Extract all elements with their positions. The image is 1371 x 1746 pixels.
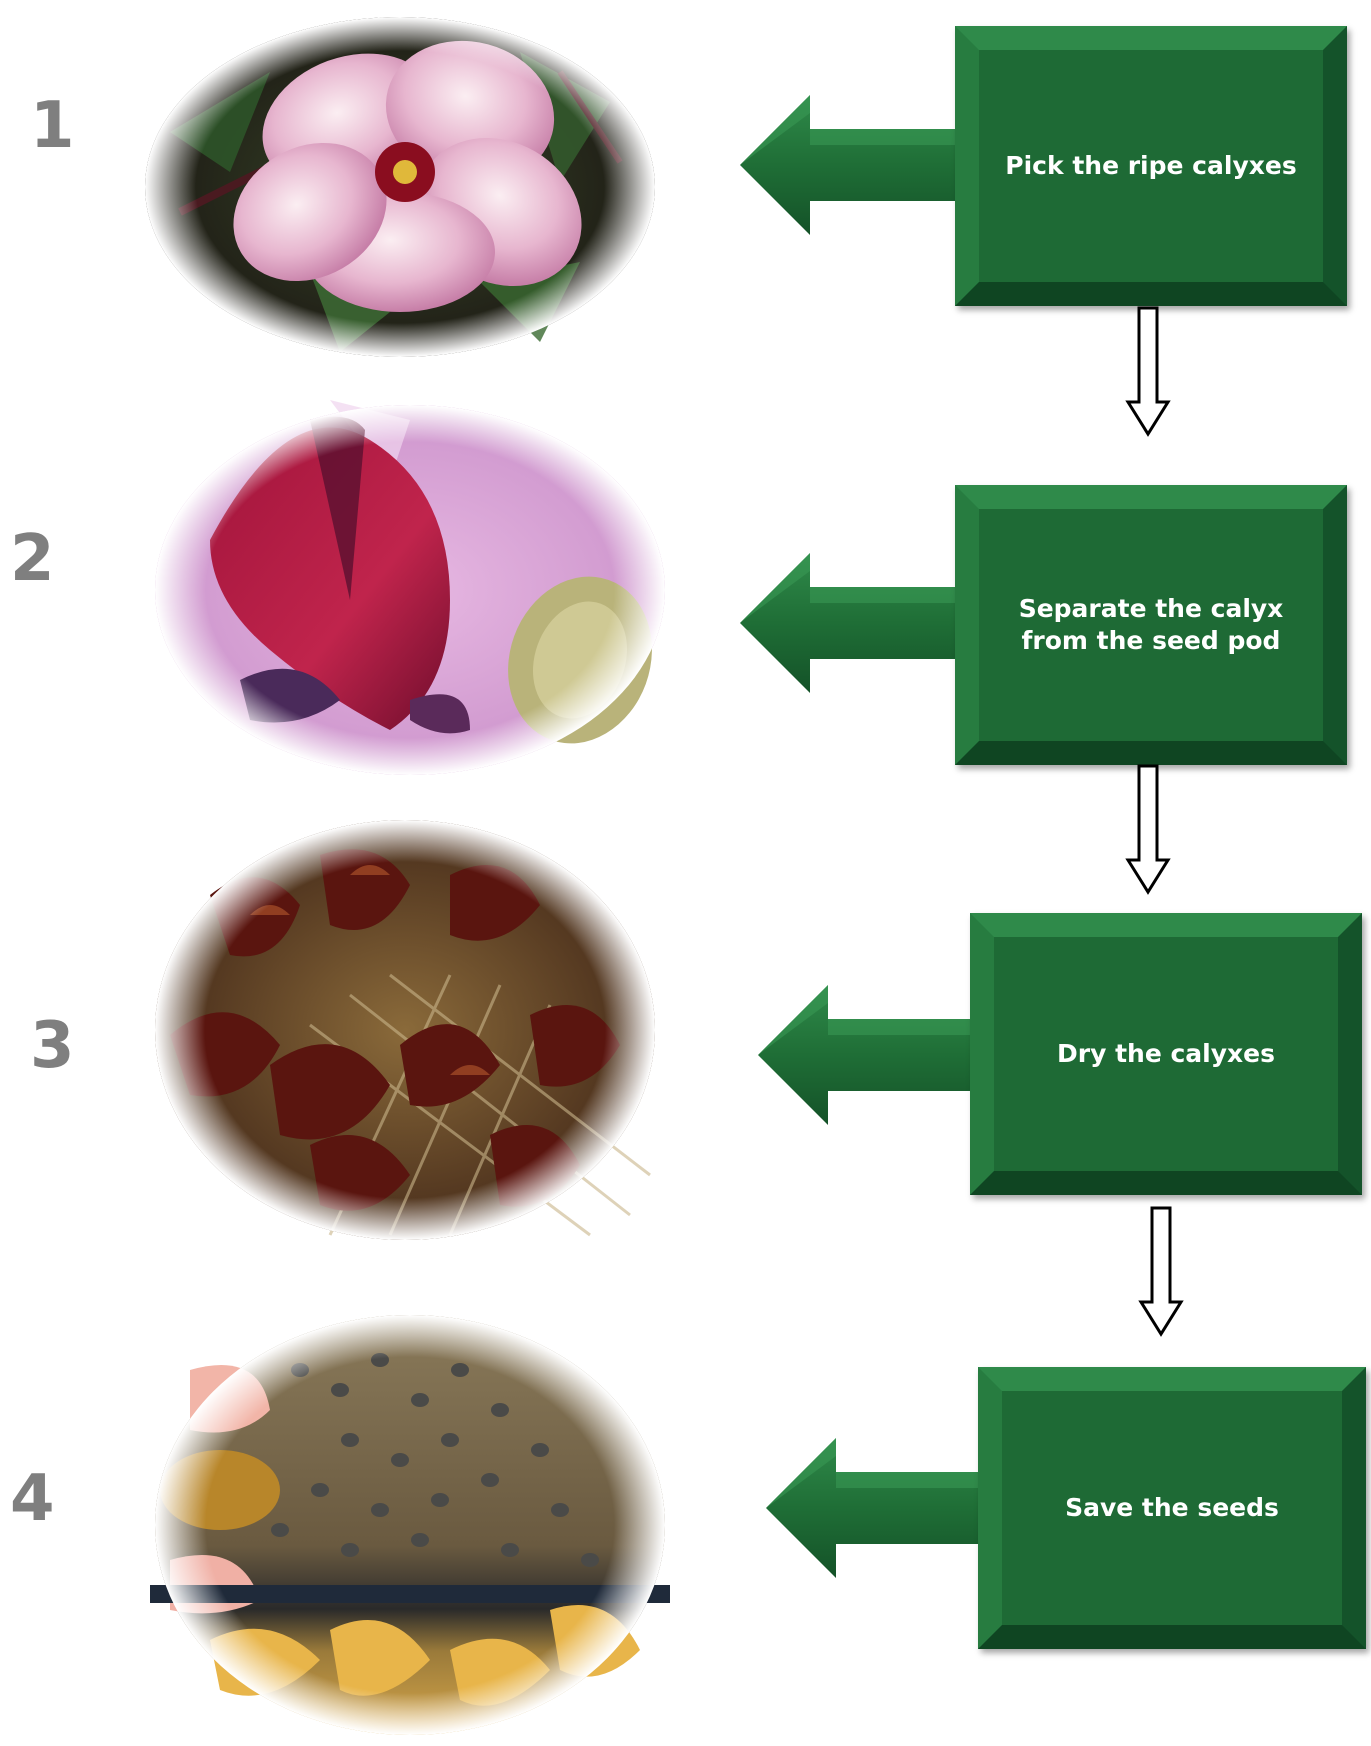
- left-arrow-icon: [740, 553, 980, 693]
- step-number: 1: [30, 94, 75, 158]
- hibiscus-flower-photo: [140, 12, 660, 362]
- step-label: Separate the calyx from the seed pod: [955, 593, 1347, 658]
- step-label: Pick the ripe calyxes: [967, 150, 1334, 183]
- step-box: Pick the ripe calyxes: [955, 26, 1347, 306]
- step-box: Save the seeds: [978, 1367, 1366, 1649]
- drying-calyxes-photo: [150, 815, 660, 1245]
- step-label: Save the seeds: [1027, 1492, 1317, 1525]
- calyx-and-seed-pod-photo: [150, 400, 670, 780]
- left-arrow-icon: [740, 95, 970, 235]
- step-number: 3: [30, 1014, 75, 1078]
- step-box: Dry the calyxes: [970, 913, 1362, 1195]
- step-box: Separate the calyx from the seed pod: [955, 485, 1347, 765]
- step-number: 4: [10, 1467, 55, 1531]
- down-arrow-icon: [1125, 764, 1171, 896]
- left-arrow-icon: [766, 1438, 1011, 1578]
- left-arrow-icon: [758, 985, 998, 1125]
- down-arrow-icon: [1138, 1206, 1184, 1338]
- step-number: 2: [10, 527, 55, 591]
- down-arrow-icon: [1125, 306, 1171, 438]
- step-label: Dry the calyxes: [1019, 1038, 1313, 1071]
- saved-seeds-photo: [150, 1310, 670, 1740]
